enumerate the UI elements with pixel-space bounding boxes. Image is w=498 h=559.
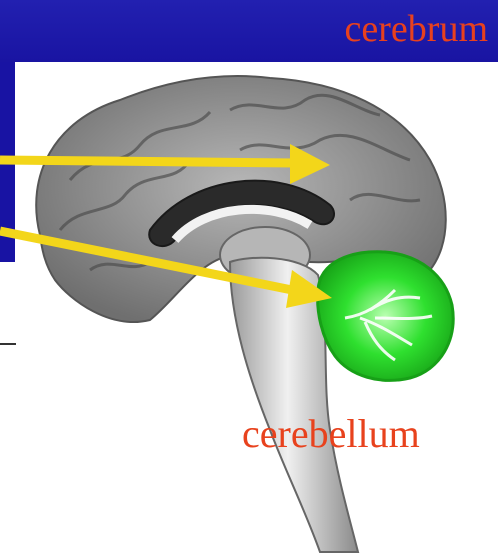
cerebellum-shape [318, 252, 454, 381]
cerebellum-label: cerebellum [242, 414, 420, 454]
cerebrum-label: cerebrum [345, 10, 488, 48]
